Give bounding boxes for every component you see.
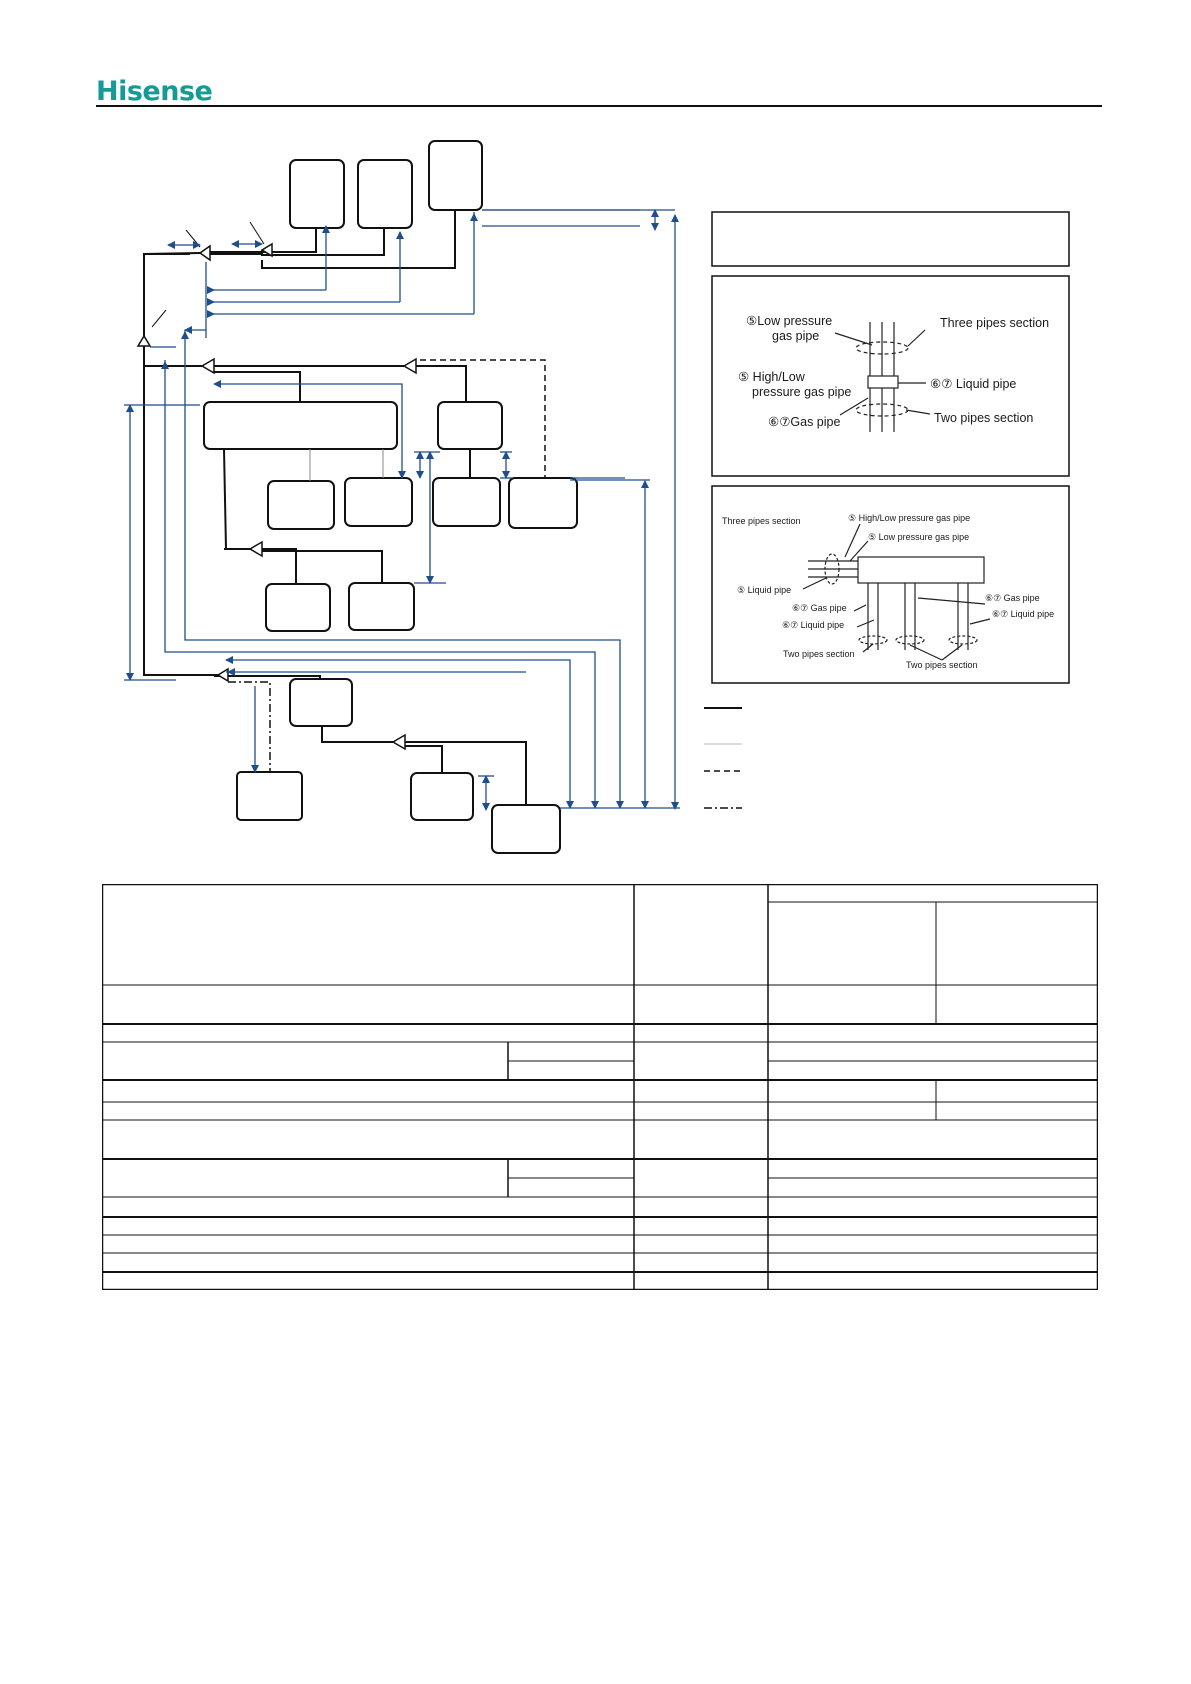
line-legend	[704, 707, 742, 809]
leader-lines	[151, 221, 265, 328]
indoor-unit-8	[265, 583, 331, 632]
detail-b-two-pipes-right: Two pipes section	[906, 660, 978, 670]
detail-a-three-pipes: Three pipes section	[940, 316, 1049, 330]
indoor-unit-7	[508, 477, 578, 529]
detail-b-three-pipes: Three pipes section	[722, 516, 801, 526]
detail-a-gas-pipe: ⑥⑦Gas pipe	[768, 415, 840, 429]
switch-box-lower	[289, 678, 353, 727]
indoor-unit-5	[344, 477, 413, 527]
hisense-logo: Hisense	[96, 76, 213, 107]
detail-b-gas-pipe-left: ⑥⑦ Gas pipe	[792, 603, 847, 613]
detail-b-liquid-pipe: ⑤ Liquid pipe	[737, 585, 791, 595]
detail-a-low-pressure-2: gas pipe	[772, 329, 819, 343]
switch-box-upper	[437, 401, 503, 450]
branch-pipes	[136, 242, 417, 751]
indoor-unit-4	[267, 480, 335, 530]
signal-lines	[228, 359, 546, 772]
detail-b-frame	[711, 485, 1070, 684]
detail-b-two-pipes-left: Two pipes section	[783, 649, 855, 659]
detail-a-high-low-2: pressure gas pipe	[752, 385, 851, 399]
detail-a-low-pressure: ⑤Low pressure	[746, 314, 832, 328]
detail-a-frame	[711, 275, 1070, 477]
outdoor-unit	[491, 804, 561, 854]
detail-a-two-pipes: Two pipes section	[934, 411, 1033, 425]
indoor-unit-9	[348, 582, 415, 631]
indoor-unit-1	[289, 159, 345, 229]
thin-connectors	[309, 449, 384, 481]
multi-kit-box	[203, 401, 398, 450]
indoor-unit-11	[410, 772, 474, 821]
detail-a-liquid-pipe: ⑥⑦ Liquid pipe	[930, 377, 1016, 391]
header-rule	[96, 105, 1102, 107]
detail-b-gas-pipe-right: ⑥⑦ Gas pipe	[985, 593, 1040, 603]
detail-b-high-low: ⑤ High/Low pressure gas pipe	[848, 513, 970, 523]
main-pipes	[143, 210, 527, 805]
indoor-unit-2	[357, 159, 413, 229]
indoor-unit-6	[432, 477, 501, 527]
legend-title-box	[711, 211, 1070, 267]
unit-boxes	[203, 140, 578, 854]
dimension-lines	[124, 209, 680, 811]
detail-b: Three pipes section ⑤ High/Low pressure …	[711, 485, 1070, 684]
spec-table	[102, 884, 1098, 1290]
detail-b-liquid-pipe-left: ⑥⑦ Liquid pipe	[782, 620, 844, 630]
detail-b-liquid-pipe-right: ⑥⑦ Liquid pipe	[992, 609, 1054, 619]
detail-a: ⑤Low pressure gas pipe Three pipes secti…	[711, 275, 1070, 477]
detail-a-high-low: ⑤ High/Low	[738, 370, 806, 384]
detail-b-low-pressure: ⑤ Low pressure gas pipe	[868, 532, 969, 542]
indoor-unit-10	[236, 771, 303, 821]
indoor-unit-3	[428, 140, 483, 211]
